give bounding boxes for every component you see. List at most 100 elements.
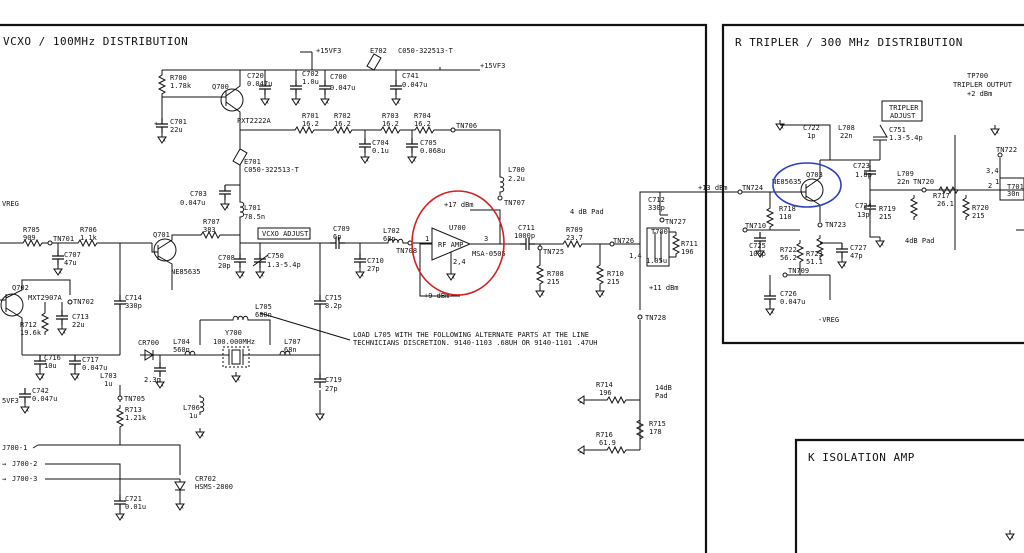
svg-text:TN723: TN723 bbox=[825, 221, 846, 229]
svg-text:C750: C750 bbox=[267, 252, 284, 260]
inductor-l700: TN707 L700 2.2u bbox=[497, 166, 525, 207]
svg-text:Pad: Pad bbox=[655, 392, 668, 400]
svg-text:68n: 68n bbox=[383, 235, 396, 243]
crystal-y700: Y700 100.000MHz bbox=[140, 329, 320, 384]
svg-text:E702: E702 bbox=[370, 47, 387, 55]
tripler-bias: R718 110 TN710 C725 100p R722 56.2 R723 … bbox=[742, 192, 867, 324]
svg-text:47p: 47p bbox=[850, 252, 863, 260]
capacitor-c717: C717 0.047u bbox=[68, 354, 107, 382]
svg-text:110: 110 bbox=[779, 213, 792, 221]
svg-text:C050-322513-T: C050-322513-T bbox=[398, 47, 454, 55]
svg-text:68n: 68n bbox=[284, 346, 297, 354]
capacitor-c713: C713 22u bbox=[55, 302, 89, 337]
connector-j700-2: → J700-2 bbox=[2, 460, 121, 475]
svg-text:TN706: TN706 bbox=[456, 122, 477, 130]
svg-text:R720: R720 bbox=[972, 204, 989, 212]
svg-text:CR700: CR700 bbox=[138, 339, 159, 347]
ferrite-e701: E701 C050-322513-T bbox=[232, 140, 300, 200]
svg-text:→: → bbox=[2, 460, 6, 468]
resistor-r711: R711 196 bbox=[669, 231, 698, 258]
svg-text:+9 dBm: +9 dBm bbox=[424, 292, 449, 300]
svg-text:L707: L707 bbox=[284, 338, 301, 346]
ferrite-e702: E702 C050-322513-T bbox=[366, 47, 454, 71]
svg-text:L704: L704 bbox=[173, 338, 190, 346]
svg-text:47u: 47u bbox=[64, 259, 77, 267]
svg-text:1.8p: 1.8p bbox=[855, 171, 872, 179]
svg-text:560n: 560n bbox=[173, 346, 190, 354]
svg-text:NE85635: NE85635 bbox=[171, 268, 201, 276]
svg-text:C720: C720 bbox=[247, 72, 264, 80]
svg-text:C722: C722 bbox=[803, 124, 820, 132]
transistor-q702: Q702 MXT2907A TN702 bbox=[0, 279, 94, 355]
svg-text:Q702: Q702 bbox=[12, 284, 29, 292]
tripler-section-border bbox=[721, 23, 1024, 345]
svg-text:C741: C741 bbox=[402, 72, 419, 80]
resistor-r700: R700 1.78k bbox=[158, 69, 240, 98]
svg-text:R719: R719 bbox=[879, 205, 896, 213]
svg-text:U700: U700 bbox=[449, 224, 466, 232]
svg-text:3: 3 bbox=[484, 235, 488, 243]
svg-text:TN705: TN705 bbox=[124, 395, 145, 403]
svg-text:TN727: TN727 bbox=[665, 218, 686, 226]
transistor-q703: Q703 NE85635 bbox=[772, 160, 824, 222]
svg-text:L703: L703 bbox=[100, 372, 117, 380]
svg-text:215: 215 bbox=[879, 213, 892, 221]
svg-text:C700: C700 bbox=[330, 73, 347, 81]
svg-text:R710: R710 bbox=[607, 270, 624, 278]
capacitor-c704: C704 0.1u bbox=[358, 130, 389, 165]
svg-text:680n: 680n bbox=[255, 311, 272, 319]
svg-text:100.000MHz: 100.000MHz bbox=[213, 338, 255, 346]
capacitor-c714: C714 330p bbox=[113, 294, 142, 311]
svg-text:R705: R705 bbox=[23, 226, 40, 234]
capacitor-c712: C712 330p bbox=[648, 192, 668, 216]
capacitor-c707: C707 47u bbox=[51, 243, 81, 277]
svg-text:1: 1 bbox=[995, 178, 999, 186]
svg-text:4 dB Pad: 4 dB Pad bbox=[570, 208, 604, 216]
transistor-q701: Q701 NE85635 bbox=[151, 231, 201, 290]
svg-text:R709: R709 bbox=[566, 226, 583, 234]
svg-text:1.78k: 1.78k bbox=[170, 82, 192, 90]
svg-text:1.21k: 1.21k bbox=[125, 414, 147, 422]
inductor-l705: L705 680n bbox=[199, 303, 272, 345]
svg-text:4dB Pad: 4dB Pad bbox=[905, 237, 935, 245]
svg-text:C703: C703 bbox=[190, 190, 207, 198]
varactor-cr700: CR700 bbox=[138, 339, 159, 361]
svg-text:T701: T701 bbox=[1007, 183, 1024, 191]
level-11dbm: +11 dBm bbox=[649, 284, 679, 292]
svg-text:+2 dBm: +2 dBm bbox=[967, 90, 992, 98]
svg-text:C719: C719 bbox=[325, 376, 342, 384]
isolation-section-title: K ISOLATION AMP bbox=[808, 451, 915, 464]
svg-text:R702: R702 bbox=[334, 112, 351, 120]
svg-text:16.2: 16.2 bbox=[414, 120, 431, 128]
svg-text:909: 909 bbox=[23, 234, 36, 242]
svg-text:2.3p: 2.3p bbox=[144, 376, 161, 384]
capacitor-c709: C709 6p bbox=[329, 225, 385, 250]
svg-text:LOAD L705 WITH THE FOLLOWING A: LOAD L705 WITH THE FOLLOWING ALTERNATE P… bbox=[353, 331, 589, 339]
rf-amp-u700: RF AMP U700 MSA-0505 1 3 2,4 +9 dBm +17 … bbox=[419, 201, 520, 300]
svg-text:L701: L701 bbox=[244, 204, 261, 212]
svg-text:C742: C742 bbox=[32, 387, 49, 395]
blue-highlight-circle bbox=[772, 162, 842, 208]
svg-text:L706: L706 bbox=[183, 404, 200, 412]
svg-text:HSMS-2800: HSMS-2800 bbox=[195, 483, 233, 491]
load-note: LOAD L705 WITH THE FOLLOWING ALTERNATE P… bbox=[259, 312, 597, 347]
svg-text:TN701: TN701 bbox=[53, 235, 74, 243]
svg-text:+: + bbox=[154, 120, 158, 128]
svg-text:1p: 1p bbox=[807, 132, 815, 140]
supply-rail: +15VF3 +15VF3 bbox=[240, 47, 505, 71]
svg-text:TECHNICIANS DISCRETION. 9140-: TECHNICIANS DISCRETION. 9140-1103 .68UH … bbox=[353, 339, 597, 347]
svg-text:→: → bbox=[2, 475, 6, 483]
svg-text:C712: C712 bbox=[648, 196, 665, 204]
svg-text:0.047u: 0.047u bbox=[247, 80, 272, 88]
svg-text:TN725: TN725 bbox=[543, 248, 564, 256]
svg-text:215: 215 bbox=[972, 212, 985, 220]
svg-text:TRIPLER OUTPUT: TRIPLER OUTPUT bbox=[953, 81, 1013, 89]
svg-text:C708: C708 bbox=[218, 254, 235, 262]
svg-text:20p: 20p bbox=[218, 262, 231, 270]
svg-text:C705: C705 bbox=[420, 139, 437, 147]
svg-text:C715: C715 bbox=[325, 294, 342, 302]
capacitor-c718: 2.3p bbox=[144, 355, 167, 390]
svg-text:1000p: 1000p bbox=[514, 232, 535, 240]
svg-text:R706: R706 bbox=[80, 226, 97, 234]
